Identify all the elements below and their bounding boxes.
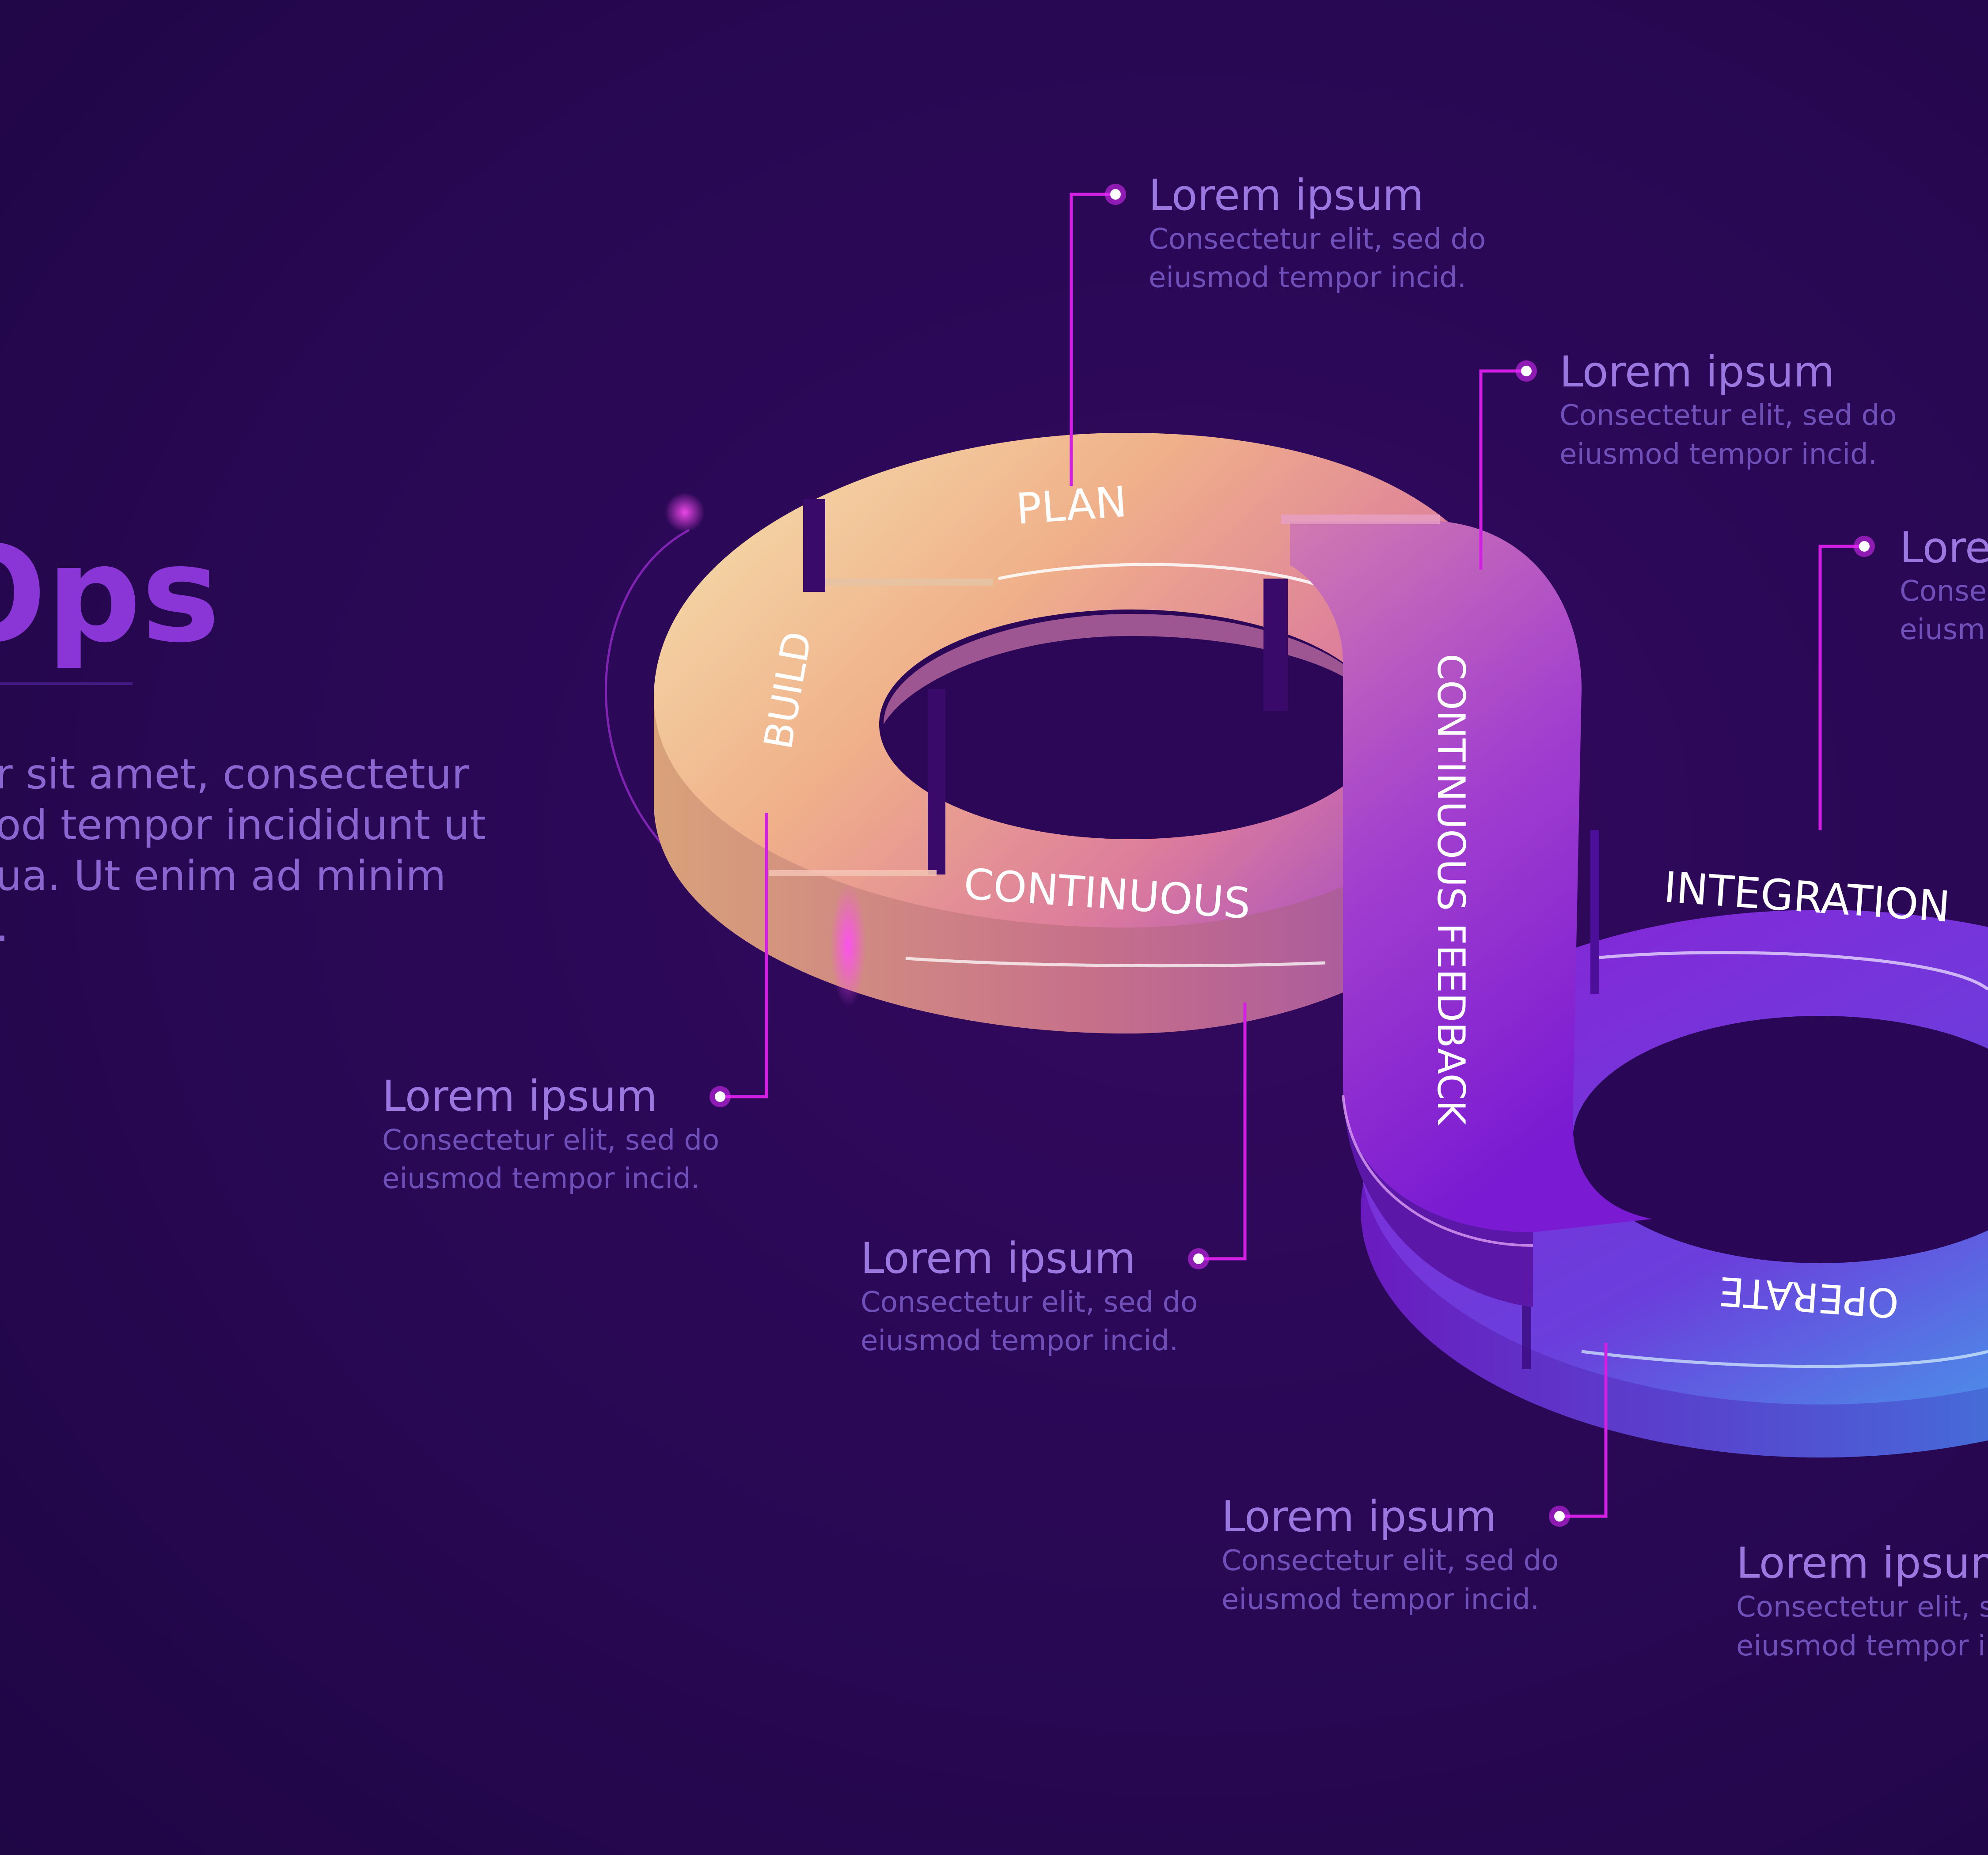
annotation-6: Lorem ipsum Consectetur elit, sed do eiu… — [1222, 1343, 1608, 1616]
annotation-1-title: Lorem ipsum — [1149, 170, 1424, 220]
heading-underline — [0, 682, 133, 685]
annotation-5: Lorem ipsum Consectetur elit, sed do eiu… — [861, 1003, 1247, 1357]
annotation-4-dot — [715, 1091, 725, 1102]
annotation-2-leader — [1479, 369, 1526, 570]
annotation-4: Lorem ipsum Consectetur elit, sed do eiu… — [382, 813, 768, 1195]
annotation-4-title: Lorem ipsum — [382, 1071, 657, 1121]
feedback-bridge — [1281, 515, 1652, 1307]
annotation-7-line1: Consectetur elit, s — [1736, 1591, 1988, 1624]
annotation-1-dot — [1110, 189, 1121, 200]
body-line-2: od tempor incididunt ut — [0, 801, 486, 849]
body-line-1: r sit amet, consectetur — [0, 750, 469, 799]
annotation-7-line2: eiusmod tempor in — [1736, 1630, 1988, 1662]
annotation-3: Lore Conse eiusm — [1818, 523, 1988, 830]
annotation-5-line1: Consectetur elit, sed do — [861, 1286, 1198, 1319]
stage-label-continuous-feedback: CONTINUOUS FEEDBACK — [1429, 654, 1473, 1126]
annotation-4-line2: eiusmod tempor incid. — [382, 1162, 700, 1195]
annotation-2-dot — [1521, 366, 1532, 376]
annotation-7: Lorem ipsum Consectetur elit, s eiusmod … — [1736, 1538, 1988, 1662]
annotation-4-leader — [720, 813, 768, 1098]
body-line-4: . — [0, 903, 9, 951]
annotation-7-title: Lorem ipsum — [1736, 1538, 1988, 1588]
annotation-6-line2: eiusmod tempor incid. — [1222, 1583, 1539, 1616]
annotation-2-title: Lorem ipsum — [1559, 347, 1835, 397]
annotation-5-leader — [1199, 1003, 1247, 1261]
annotation-3-leader — [1818, 545, 1864, 830]
annotation-5-dot — [1193, 1253, 1204, 1264]
annotation-5-line2: eiusmod tempor incid. — [861, 1325, 1178, 1357]
annotation-6-title: Lorem ipsum — [1222, 1492, 1497, 1541]
annotation-6-line1: Consectetur elit, sed do — [1222, 1545, 1559, 1577]
heading-fragment: Ops — [0, 518, 220, 672]
annotation-2-line2: eiusmod tempor incid. — [1559, 438, 1877, 471]
annotation-6-leader — [1559, 1343, 1608, 1518]
annotation-1: Lorem ipsum Consectetur elit, sed do eiu… — [1070, 170, 1486, 486]
annotation-1-line2: eiusmod tempor incid. — [1149, 261, 1466, 294]
stage-label-plan: PLAN — [1014, 477, 1128, 534]
annotation-3-dot — [1859, 541, 1870, 552]
annotation-3-line2: eiusm — [1900, 613, 1985, 646]
annotation-5-title: Lorem ipsum — [861, 1234, 1136, 1283]
annotation-4-line1: Consectetur elit, sed do — [382, 1124, 719, 1157]
annotation-3-title: Lore — [1900, 523, 1988, 572]
annotation-2-line1: Consectetur elit, sed do — [1559, 399, 1897, 432]
annotation-1-line1: Consectetur elit, sed do — [1149, 223, 1486, 256]
annotation-3-line1: Conse — [1900, 575, 1987, 608]
annotation-1-leader — [1070, 193, 1115, 486]
annotation-6-dot — [1554, 1511, 1565, 1522]
annotation-2: Lorem ipsum Consectetur elit, sed do eiu… — [1479, 347, 1897, 570]
body-line-3: ua. Ut enim ad minim — [0, 852, 446, 900]
